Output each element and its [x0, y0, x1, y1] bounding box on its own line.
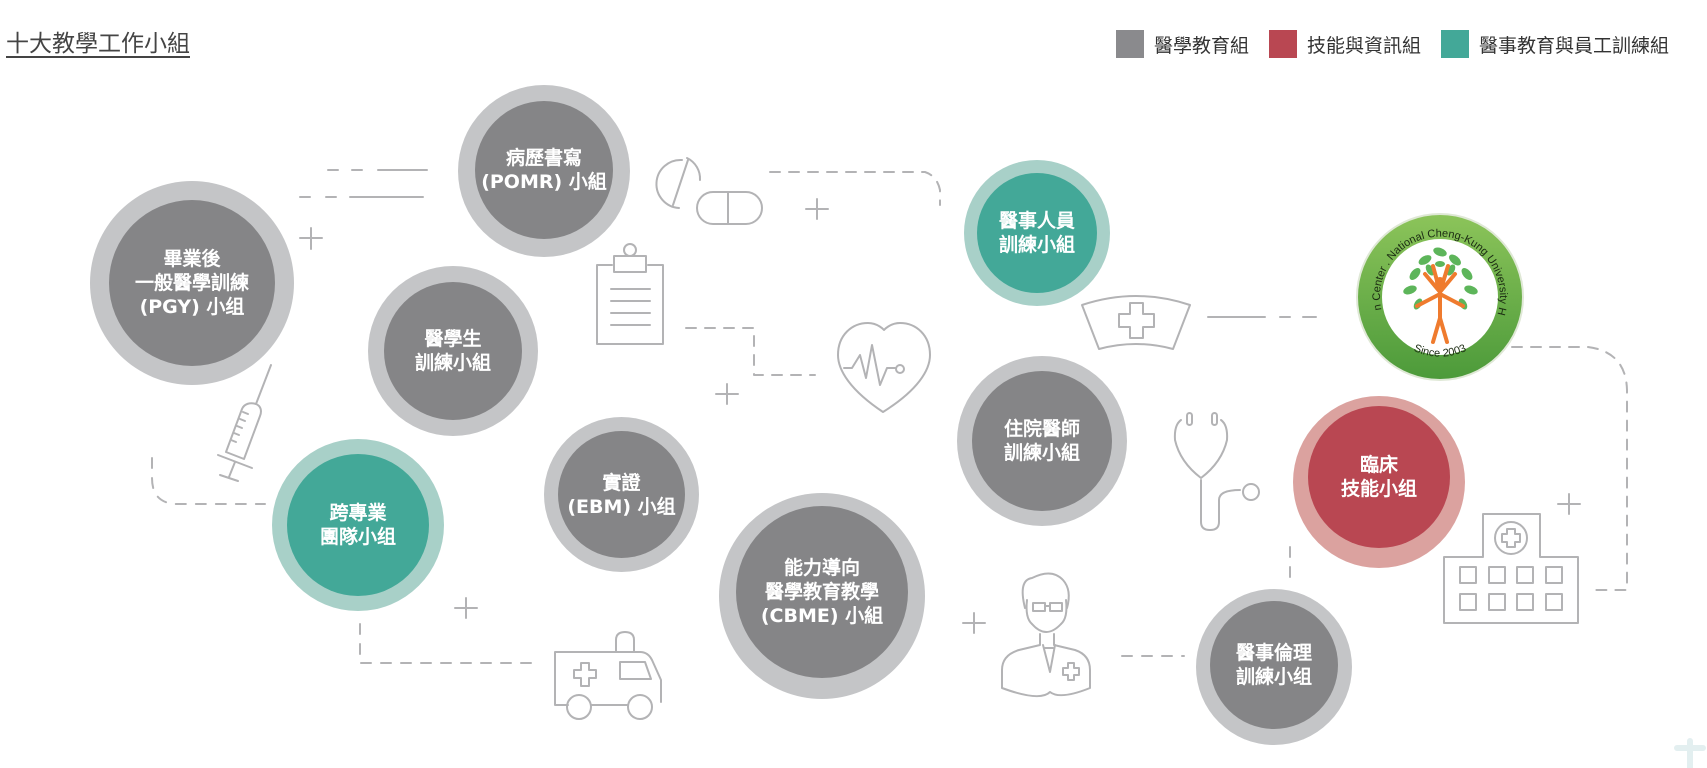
group-label-line: 能力導向 — [783, 557, 860, 579]
group-label-line: (CBME) 小組 — [760, 605, 884, 627]
plus-mark — [962, 612, 986, 634]
group-label-line: 訓練小組 — [414, 352, 491, 374]
clipboard-icon — [596, 243, 664, 345]
group-label-line: 團隊小组 — [319, 526, 396, 548]
group-node-clinical-skills[interactable]: 臨床 技能小组 — [1293, 396, 1465, 568]
pills-icon — [655, 157, 763, 225]
stethoscope-icon — [1173, 412, 1260, 531]
plus-mark — [1557, 493, 1581, 515]
legend-item-allied-staff: 醫事教育與員工訓練組 — [1441, 30, 1669, 58]
group-label-line: 病歷書寫 — [505, 147, 582, 169]
group-node-pgy[interactable]: 畢業後 一般醫學訓練 (PGY) 小组 — [90, 181, 294, 385]
group-label-line: 醫事倫理 — [1235, 642, 1312, 664]
group-label-line: 跨專業 — [329, 502, 387, 524]
logo-since-text: Since 2003 — [1412, 342, 1468, 359]
dash-lines-top-left — [299, 169, 428, 250]
legend-swatch-red — [1269, 30, 1298, 58]
ambulance-icon — [554, 631, 662, 720]
page-title: 十大教學工作小組 — [6, 31, 190, 57]
dash-path-top — [769, 171, 941, 206]
group-label-line: (EBM) 小组 — [567, 495, 676, 518]
group-node-resident[interactable]: 住院醫師 訓練小組 — [957, 356, 1127, 526]
group-label-line: (PGY) 小组 — [139, 296, 245, 318]
group-node-medical-student[interactable]: 醫學生 訓練小組 — [368, 266, 538, 436]
group-node-ethics[interactable]: 醫事倫理 訓練小组 — [1196, 589, 1352, 745]
group-node-cbme[interactable]: 能力導向 醫學教育教學 (CBME) 小組 — [719, 493, 925, 699]
plus-mark — [454, 597, 478, 619]
group-label-line: 醫學教育教學 — [764, 581, 879, 603]
legend: 醫學教育組 技能與資訊組 醫事教育與員工訓練組 — [1116, 30, 1689, 58]
legend-item-skills-info: 技能與資訊組 — [1269, 30, 1421, 58]
plus-mark-faint — [1674, 738, 1706, 768]
group-label-line: 技能小组 — [1340, 478, 1417, 500]
group-node-ebm[interactable]: 實證 (EBM) 小组 — [544, 417, 699, 572]
plus-mark — [715, 383, 739, 405]
human-figure-icon — [1415, 264, 1465, 344]
group-label-line: 醫學生 — [424, 328, 482, 350]
group-node-interprofessional[interactable]: 跨專業 團隊小组 — [272, 439, 444, 611]
legend-label: 技能與資訊組 — [1307, 34, 1422, 57]
dash-path-right — [1511, 346, 1628, 591]
doctor-icon — [962, 572, 1091, 698]
heartbeat-icon — [837, 322, 931, 413]
syringe-icon — [217, 364, 272, 482]
logo-emblem: Education Center . National Cheng-Kung U… — [1351, 203, 1524, 381]
group-label-line: 住院醫師 — [1003, 418, 1080, 440]
group-label-line: 醫事人員 — [998, 210, 1075, 232]
group-label-line: (POMR) 小組 — [481, 171, 607, 193]
group-label-line: 實證 — [602, 471, 641, 494]
dash-path-bottom-left — [359, 623, 538, 664]
group-label-line: 訓練小组 — [1235, 666, 1312, 688]
nurse-cap-icon — [1081, 295, 1191, 350]
group-label-line: 訓練小組 — [998, 234, 1075, 256]
legend-item-medical-education: 醫學教育組 — [1116, 30, 1249, 58]
group-label-line: 一般醫學訓練 — [134, 272, 249, 294]
legend-swatch-gray — [1116, 30, 1144, 58]
legend-label: 醫事教育與員工訓練組 — [1479, 34, 1670, 57]
dash-path-middle — [685, 327, 816, 376]
hospital-icon — [1443, 513, 1579, 624]
group-node-allied-health[interactable]: 醫事人員 訓練小組 — [964, 160, 1110, 306]
legend-label: 醫學教育組 — [1154, 34, 1250, 57]
education-center-logo: Education Center . National Cheng-Kung U… — [1351, 203, 1525, 382]
dash-path-left — [151, 457, 266, 505]
group-label-line: 訓練小組 — [1003, 442, 1080, 464]
plus-mark — [805, 198, 829, 220]
legend-swatch-teal — [1441, 30, 1470, 58]
svg-text:Since 2003: Since 2003 — [1412, 342, 1468, 359]
group-label-line: 畢業後 — [163, 248, 221, 270]
group-node-pomr[interactable]: 病歷書寫 (POMR) 小組 — [458, 85, 630, 257]
group-label-line: 臨床 — [1359, 454, 1398, 476]
